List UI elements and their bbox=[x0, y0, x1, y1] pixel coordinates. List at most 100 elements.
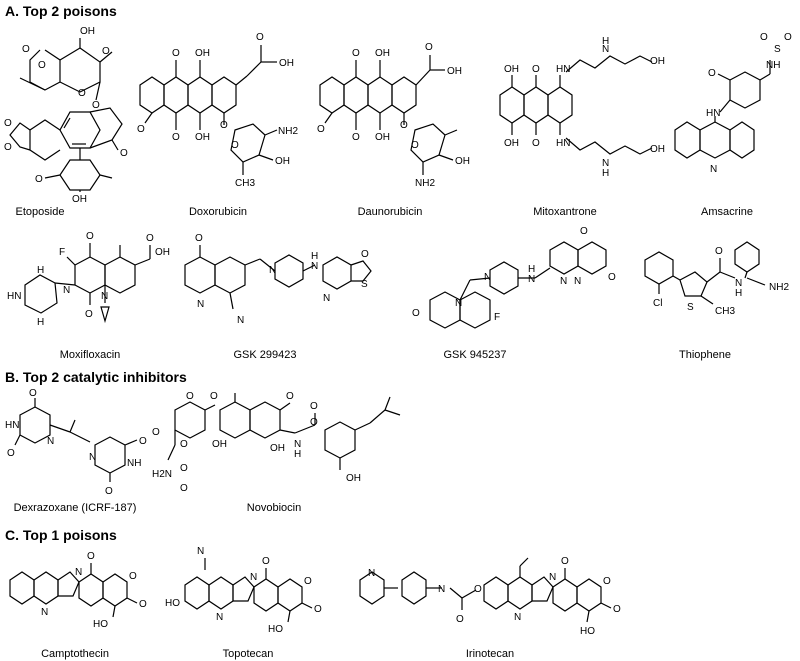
atom-label: O bbox=[425, 42, 433, 53]
atom-label: N bbox=[101, 291, 108, 302]
atom-label: N bbox=[41, 607, 48, 618]
atom-label: O bbox=[580, 226, 588, 237]
atom-label: OH bbox=[346, 473, 361, 484]
atom-label: HN bbox=[7, 291, 21, 302]
atom-label: N bbox=[323, 293, 330, 304]
atom-label: O bbox=[180, 463, 188, 474]
atom-label: OH bbox=[504, 64, 519, 75]
atom-label: N bbox=[528, 274, 535, 285]
structure-gsk-945237: O O N N H N N N O F bbox=[410, 220, 620, 345]
atom-label: O bbox=[613, 604, 621, 615]
atom-label: O bbox=[532, 138, 540, 149]
atom-label: O bbox=[186, 391, 194, 402]
atom-label: OH bbox=[447, 66, 462, 77]
atom-label: O bbox=[310, 401, 318, 412]
atom-label: O bbox=[317, 124, 325, 135]
atom-label: O bbox=[412, 308, 420, 319]
atom-label: NH bbox=[766, 60, 780, 71]
atom-label: OH bbox=[270, 443, 285, 454]
atom-label: O bbox=[286, 391, 294, 402]
structure-daunorubicin: O OH O OH O O OH O O NH2 OH bbox=[315, 20, 485, 190]
atom-label: H bbox=[37, 265, 44, 276]
atom-label: O bbox=[784, 32, 792, 43]
atom-label: OH bbox=[155, 247, 170, 258]
atom-label: O bbox=[304, 576, 312, 587]
atom-label: O bbox=[172, 48, 180, 59]
compound-label-topotecan: Topotecan bbox=[222, 648, 274, 660]
atom-label: HN bbox=[5, 420, 19, 431]
atom-label: HO bbox=[93, 619, 108, 630]
structure-irinotecan: N N O O N N O O O HO bbox=[350, 540, 650, 645]
atom-label: O bbox=[7, 448, 15, 459]
atom-label: O bbox=[152, 427, 160, 438]
atom-label: OH bbox=[279, 58, 294, 69]
atom-label: O bbox=[105, 486, 113, 497]
atom-label: O bbox=[102, 46, 110, 57]
structure-amsacrine: O S O NH O HN N bbox=[670, 20, 795, 190]
atom-label: O bbox=[456, 614, 464, 625]
atom-label: N bbox=[197, 299, 204, 310]
atom-label: H bbox=[735, 288, 742, 299]
compound-label-etoposide: Etoposide bbox=[15, 206, 65, 218]
structure-camptothecin: N N O O O HO bbox=[5, 545, 155, 645]
atom-label: N bbox=[710, 164, 717, 175]
atom-label: N bbox=[294, 439, 301, 450]
atom-label: O bbox=[210, 391, 218, 402]
structure-moxifloxacin: F O O OH HN N N O H H bbox=[5, 225, 175, 345]
atom-label: NH2 bbox=[278, 126, 298, 137]
atom-label: Cl bbox=[653, 298, 662, 309]
section-title-a: A. Top 2 poisons bbox=[5, 3, 117, 19]
atom-label: NH2 bbox=[415, 178, 435, 189]
atom-label: N bbox=[250, 572, 257, 583]
atom-label: S bbox=[361, 279, 368, 290]
atom-label: O bbox=[256, 32, 264, 43]
atom-label: H bbox=[294, 449, 301, 460]
atom-label: N bbox=[514, 612, 521, 623]
compound-label-daunorubicin: Daunorubicin bbox=[357, 206, 423, 218]
atom-label: N bbox=[89, 452, 96, 463]
atom-label: OH bbox=[504, 138, 519, 149]
atom-label: O bbox=[35, 174, 43, 185]
atom-label: O bbox=[352, 132, 360, 143]
structure-thiophene: O N H NH2 S Cl CH3 bbox=[635, 230, 800, 345]
section-title-c: C. Top 1 poisons bbox=[5, 527, 117, 543]
atom-label: OH bbox=[195, 132, 210, 143]
atom-label: OH bbox=[72, 194, 87, 205]
atom-label: OH bbox=[275, 156, 290, 167]
atom-label: O bbox=[561, 556, 569, 567]
atom-label: OH bbox=[195, 48, 210, 59]
atom-label: N bbox=[484, 272, 491, 283]
atom-label: O bbox=[220, 120, 228, 131]
atom-label: O bbox=[139, 436, 147, 447]
atom-label: O bbox=[708, 68, 716, 79]
atom-label: CH3 bbox=[715, 306, 735, 317]
atom-label: N bbox=[216, 612, 223, 623]
section-title-b: B. Top 2 catalytic inhibitors bbox=[5, 369, 187, 385]
structure-etoposide: O OH O O O O O O O O OH bbox=[0, 20, 140, 205]
structure-novobiocin: O O O O O OH O O H2N O OH N H O OH bbox=[150, 385, 410, 500]
atom-label: N bbox=[368, 568, 375, 579]
atom-label: O bbox=[262, 556, 270, 567]
atom-label: O bbox=[38, 60, 46, 71]
atom-label: O bbox=[400, 120, 408, 131]
atom-label: O bbox=[4, 142, 12, 153]
atom-label: OH bbox=[375, 132, 390, 143]
atom-label: O bbox=[411, 140, 419, 151]
atom-label: N bbox=[237, 315, 244, 326]
compound-label-dexrazoxane: Dexrazoxane (ICRF-187) bbox=[13, 502, 137, 514]
atom-label: N bbox=[63, 285, 70, 296]
atom-label: O bbox=[310, 417, 318, 428]
atom-label: N bbox=[455, 298, 462, 309]
atom-label: N bbox=[197, 546, 204, 557]
atom-label: O bbox=[608, 272, 616, 283]
atom-label: OH bbox=[375, 48, 390, 59]
atom-label: O bbox=[137, 124, 145, 135]
atom-label: O bbox=[603, 576, 611, 587]
structure-dexrazoxane: O HN N O N O NH O bbox=[5, 388, 155, 500]
atom-label: H bbox=[602, 36, 609, 47]
structure-doxorubicin: O OH O OH O O OH O O NH2 OH CH3 bbox=[135, 20, 305, 190]
atom-label: N bbox=[560, 276, 567, 287]
atom-label: O bbox=[532, 64, 540, 75]
atom-label: H bbox=[37, 317, 44, 328]
compound-label-gsk-299423: GSK 299423 bbox=[233, 349, 297, 361]
